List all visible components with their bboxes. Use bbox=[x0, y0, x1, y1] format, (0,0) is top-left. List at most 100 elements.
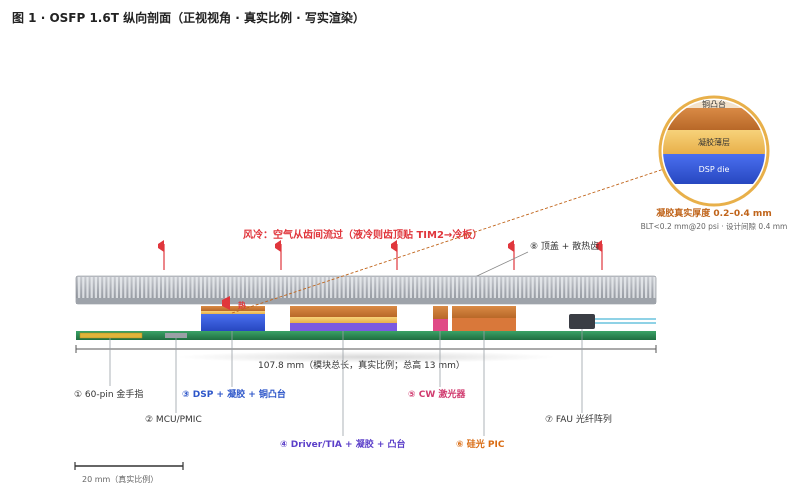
heatsink-fin bbox=[216, 277, 219, 298]
heatsink-fin bbox=[300, 277, 303, 298]
heatsink-fin bbox=[531, 277, 534, 298]
heatsink-fin bbox=[611, 277, 614, 298]
edge-connector bbox=[79, 332, 143, 339]
heatsink-fin bbox=[141, 277, 144, 298]
heatsink-fin bbox=[309, 277, 312, 298]
heatsink-fin bbox=[279, 277, 282, 298]
heatsink-fin bbox=[330, 277, 333, 298]
heatsink-fin bbox=[363, 277, 366, 298]
cw-laser bbox=[433, 306, 448, 331]
heatsink-fin bbox=[283, 277, 286, 298]
label-driver: ④ Driver/TIA + 凝胶 + 凸台 bbox=[280, 438, 406, 450]
heatsink-fin bbox=[460, 277, 463, 298]
heatsink-fin bbox=[321, 277, 324, 298]
zoom-layer-die: DSP die bbox=[699, 165, 730, 174]
mcu-chip bbox=[165, 333, 187, 338]
heatsink-fin bbox=[262, 277, 265, 298]
heatsink-fin bbox=[561, 277, 564, 298]
heatsink-fin bbox=[225, 277, 228, 298]
heatsink-fin bbox=[481, 277, 484, 298]
length-label: 107.8 mm（模块总长，真实比例；总高 13 mm） bbox=[258, 359, 465, 371]
airflow-flag-4 bbox=[508, 240, 515, 270]
heatsink-fin bbox=[569, 277, 572, 298]
heatsink-fin bbox=[195, 277, 198, 298]
heatsink-fin bbox=[334, 277, 337, 298]
heatsink-fin bbox=[590, 277, 593, 298]
heatsink-fin bbox=[355, 277, 358, 298]
heatsink-fin bbox=[409, 277, 412, 298]
heatsink-fin bbox=[405, 277, 408, 298]
hotspot-marker: 热 bbox=[222, 296, 246, 310]
heatsink-fin bbox=[191, 277, 194, 298]
heatsink-fin bbox=[342, 277, 345, 298]
fau-fiber-array bbox=[569, 314, 656, 329]
heatsink-fin bbox=[250, 277, 253, 298]
heatsink-fin bbox=[90, 277, 93, 298]
heatsink-fin bbox=[615, 277, 618, 298]
heatsink-fin bbox=[397, 277, 400, 298]
heatsink-fin bbox=[430, 277, 433, 298]
label-mcu: ② MCU/PMIC bbox=[145, 415, 202, 425]
heatsink-fin bbox=[86, 277, 89, 298]
heatsink-fin bbox=[107, 277, 110, 298]
heatsink-fin bbox=[166, 277, 169, 298]
heatsink-fin bbox=[153, 277, 156, 298]
heatsink-fin bbox=[443, 277, 446, 298]
zoom-inset: 铜凸台 凝胶薄层 DSP die bbox=[658, 95, 770, 207]
heatsink-fin bbox=[506, 277, 509, 298]
heatsink-fin bbox=[267, 277, 270, 298]
heatsink-fin bbox=[187, 277, 190, 298]
heatsink-fin bbox=[258, 277, 261, 298]
heatsink-fin bbox=[388, 277, 391, 298]
heatsink-fin bbox=[115, 277, 118, 298]
heatsink-fin bbox=[199, 277, 202, 298]
heatsink-fin bbox=[472, 277, 475, 298]
heatsink-fin bbox=[99, 277, 102, 298]
heatsink-fin bbox=[426, 277, 429, 298]
heatsink-fin bbox=[435, 277, 438, 298]
heatsink-fin bbox=[502, 277, 505, 298]
heatsink-fin bbox=[351, 277, 354, 298]
scale-label: 20 mm（真实比例） bbox=[82, 474, 158, 484]
heatsink-fin bbox=[393, 277, 396, 298]
heatsink-fin bbox=[220, 277, 223, 298]
hotspot-label: 热 bbox=[238, 300, 246, 310]
heatsink-fin bbox=[174, 277, 177, 298]
heatsink-fin bbox=[124, 277, 127, 298]
heatsink-fin bbox=[132, 277, 135, 298]
heatsink-fin bbox=[582, 277, 585, 298]
heatsink-fin bbox=[594, 277, 597, 298]
heatsink-fin bbox=[619, 277, 622, 298]
heatsink-fin bbox=[338, 277, 341, 298]
heatsink-fin bbox=[288, 277, 291, 298]
zoom-caption: 凝胶真实厚度 0.2–0.4 mm bbox=[656, 207, 771, 219]
figure-title: 图 1 · OSFP 1.6T 纵向剖面（正视视角 · 真实比例 · 写实渲染） bbox=[12, 10, 365, 25]
heatsink-fins bbox=[78, 277, 656, 298]
heatsink-fin bbox=[120, 277, 123, 298]
heatsink-fin bbox=[78, 277, 81, 298]
length-dimension: 107.8 mm（模块总长，真实比例；总高 13 mm） bbox=[75, 345, 657, 371]
heatsink-fin bbox=[128, 277, 131, 298]
heatsink-fin bbox=[586, 277, 589, 298]
heatsink-fin bbox=[514, 277, 517, 298]
heatsink-fin bbox=[275, 277, 278, 298]
heatsink-fin bbox=[325, 277, 328, 298]
heatsink-fin bbox=[548, 277, 551, 298]
airflow-label: 风冷：空气从齿间流过（液冷则齿顶贴 TIM2→冷板） bbox=[243, 228, 482, 241]
heatsink-fin bbox=[233, 277, 236, 298]
heatsink-fin bbox=[573, 277, 576, 298]
dsp-stack bbox=[201, 306, 265, 331]
heatsink-fin bbox=[401, 277, 404, 298]
heatsink-fin bbox=[477, 277, 480, 298]
airflow-flag-2 bbox=[275, 240, 282, 270]
scale-bar: 20 mm（真实比例） bbox=[74, 462, 184, 484]
heatsink-fin bbox=[229, 277, 232, 298]
label-fau: ⑦ FAU 光纤阵列 bbox=[545, 413, 612, 425]
heatsink-fin bbox=[565, 277, 568, 298]
heatsink-fin bbox=[493, 277, 496, 298]
heatsink-fin bbox=[82, 277, 85, 298]
heatsink-fin bbox=[447, 277, 450, 298]
heatsink-fin bbox=[271, 277, 274, 298]
heatsink-fin bbox=[636, 277, 639, 298]
heatsink-fin bbox=[178, 277, 181, 298]
